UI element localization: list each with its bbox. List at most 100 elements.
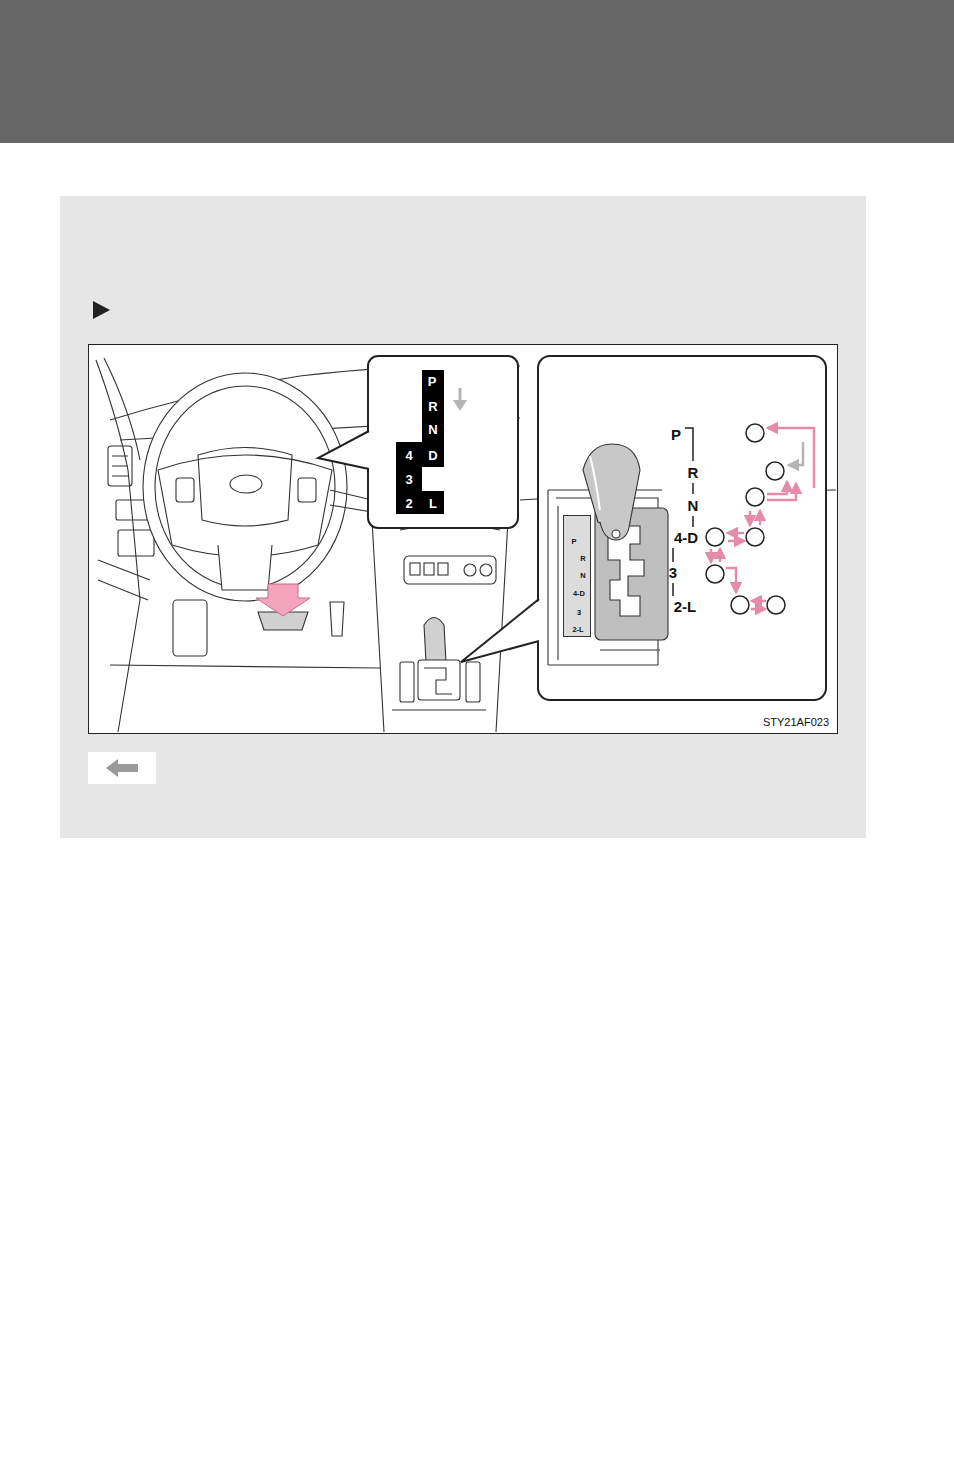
position-circle (706, 565, 724, 583)
position-circle (746, 424, 764, 442)
pink-arrow (710, 549, 713, 562)
gate-line (692, 516, 694, 527)
shift-arrows (711, 428, 814, 609)
airbag-pad (198, 448, 292, 527)
pink-arrow (759, 511, 762, 525)
shift-base (418, 660, 460, 700)
callout-pointer-fill (318, 430, 371, 470)
wheel-switch (176, 478, 194, 502)
climate-knob (464, 564, 476, 576)
grey-arrow (789, 442, 803, 465)
wheel-switch (298, 478, 316, 502)
gate-position: 2-L (674, 599, 697, 614)
pink-arrow (749, 511, 752, 525)
pink-arrow (719, 549, 722, 562)
center-console (372, 520, 508, 732)
lever-button (612, 530, 620, 538)
gate-position: R (688, 465, 699, 480)
position-letter: R (428, 400, 437, 413)
back-arrow (106, 759, 138, 777)
climate-button (438, 563, 448, 575)
lever-knob (583, 444, 640, 526)
console-edge (392, 709, 486, 710)
position-circle (767, 596, 785, 614)
indicator-callout-box (368, 356, 518, 528)
callout-pointer (318, 431, 369, 469)
gate-position: P (671, 427, 681, 442)
position-letter: P (428, 375, 437, 388)
switch-block (118, 530, 154, 556)
position-letter: 2 (405, 497, 412, 510)
position-circle (746, 528, 764, 546)
position-circle (746, 488, 764, 506)
pink-arrow (767, 484, 796, 500)
left-vent (108, 446, 132, 486)
panel-line (558, 506, 660, 660)
climate-button (410, 563, 420, 575)
vent-slats (112, 456, 128, 476)
indicator-down-arrow-head (453, 400, 467, 411)
console-slot (466, 662, 480, 702)
shift-gate (424, 668, 452, 694)
lower-spoke (218, 545, 272, 590)
parking-pedal (173, 600, 207, 656)
pink-arrow (728, 532, 744, 535)
pink-arrow (768, 428, 814, 488)
climate-button (424, 563, 434, 575)
position-circle (766, 462, 784, 480)
position-circle (706, 528, 724, 546)
lever-pointer-fill (461, 598, 541, 662)
pink-arrow (728, 540, 744, 543)
back-button (88, 752, 156, 784)
gate-plate (595, 508, 668, 640)
position-letter: R (580, 555, 585, 563)
pink-arrow (751, 608, 765, 611)
shift-indicator: PRND 4 3 2 L (396, 370, 444, 514)
lever-pointer-cover (462, 599, 541, 662)
brake-press-arrow (256, 584, 310, 616)
indicator-panel (396, 370, 444, 514)
steering-hub (158, 455, 332, 557)
door-trim (98, 560, 150, 600)
gate-line (692, 483, 694, 494)
position-letter: N (428, 423, 437, 436)
lever-pointer (461, 599, 539, 662)
console-slot (400, 662, 414, 702)
gate-position: N (688, 498, 699, 513)
position-letter: 3 (405, 473, 412, 486)
position-letter: D (428, 449, 437, 462)
lever-collar (600, 522, 630, 540)
climate-knob (480, 564, 492, 576)
steering-logo (230, 475, 262, 493)
steering-wheel-rim (143, 373, 347, 601)
gate-line (672, 583, 674, 596)
shift-lever-knob (424, 618, 446, 663)
pink-arrow (767, 482, 787, 494)
gate-line (672, 548, 674, 562)
stalk (330, 490, 372, 512)
position-letter: 4-D (573, 590, 585, 598)
climate-panel (404, 556, 496, 584)
bullet-triangle (93, 301, 110, 319)
lever-drawing (548, 444, 668, 665)
gate-position: 4-D (674, 530, 698, 545)
callout-pointer-cover (319, 431, 371, 469)
position-letter: L (429, 497, 437, 510)
gate-line (685, 428, 693, 461)
illustration-frame (89, 345, 838, 734)
lever-callout-box (538, 356, 826, 700)
figure-code: STY21AF023 (763, 717, 829, 728)
pink-arrow (726, 568, 736, 592)
position-letter: 4 (405, 449, 412, 462)
position-letter: 2-L (572, 626, 583, 634)
indicator-down-arrow-shaft (459, 388, 462, 402)
accelerator-pedal (330, 602, 344, 636)
position-letter: P (571, 538, 576, 546)
shift-gate-plate: PRN4-D32-L (563, 515, 591, 637)
knob-highlight (590, 456, 600, 510)
indicator-panel-shape (396, 370, 444, 514)
floor-line (110, 665, 380, 668)
position-circles (706, 424, 785, 614)
